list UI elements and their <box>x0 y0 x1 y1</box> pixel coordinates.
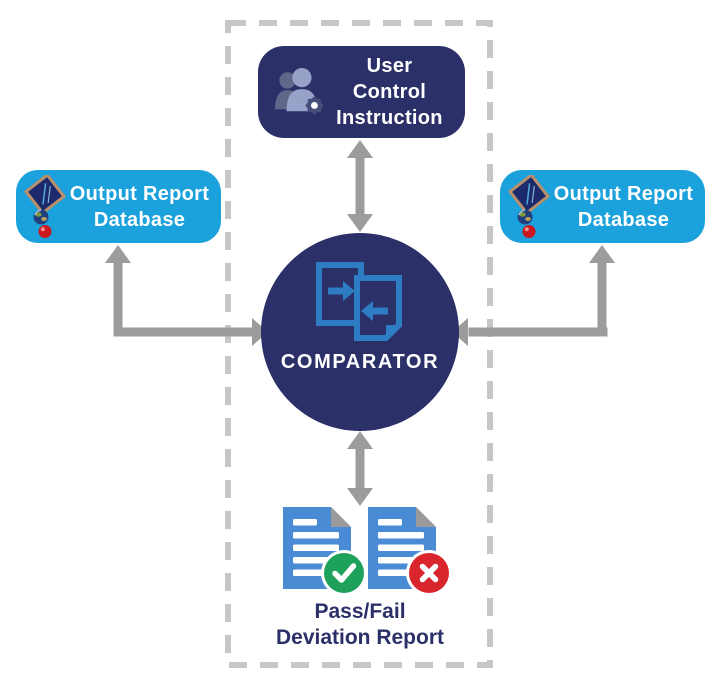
compare-documents-icon <box>310 261 410 343</box>
node-label: User Control Instruction <box>336 55 443 129</box>
connector-left-db <box>105 245 268 346</box>
node-output-report-database-right: Output Report Database <box>500 170 705 243</box>
node-label: Output Report Database <box>553 182 694 231</box>
node-user-control-instruction: User Control Instruction <box>258 46 465 138</box>
report-database-icon <box>24 174 68 239</box>
arrow-bottom-double <box>347 431 373 506</box>
document-check-icon <box>283 507 367 596</box>
arrow-top-double <box>347 140 373 232</box>
document-x-icon <box>368 507 452 596</box>
users-gear-icon <box>272 67 328 117</box>
pass-fail-report-caption: Pass/Fail Deviation Report <box>275 600 445 649</box>
connector-right-db <box>452 245 615 346</box>
report-database-icon <box>508 174 552 239</box>
node-label: Output Report Database <box>69 182 210 231</box>
node-output-report-database-left: Output Report Database <box>16 170 221 243</box>
node-comparator: COMPARATOR <box>261 233 459 431</box>
comparator-label: COMPARATOR <box>280 351 440 373</box>
